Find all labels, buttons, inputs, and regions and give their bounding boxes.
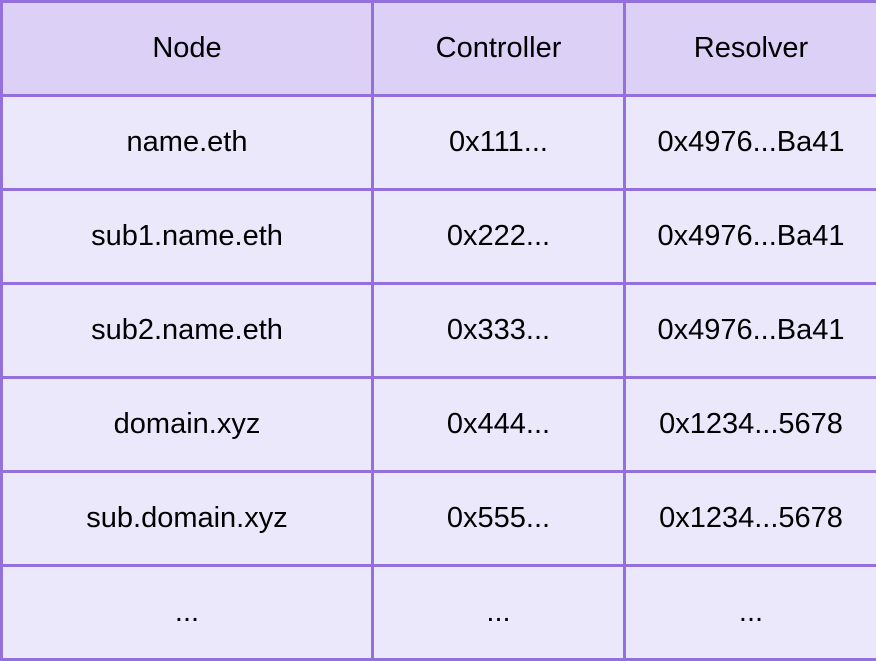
table-header-row: Node Controller Resolver [0,0,876,97]
header-controller: Controller [371,0,626,97]
table-row: ... ... ... [0,564,876,661]
node-cell: name.eth [0,94,374,191]
table-row: domain.xyz 0x444... 0x1234...5678 [0,376,876,473]
controller-cell: ... [371,564,626,661]
header-node: Node [0,0,374,97]
resolver-cell: ... [623,564,876,661]
node-cell: ... [0,564,374,661]
header-resolver: Resolver [623,0,876,97]
table-row: sub1.name.eth 0x222... 0x4976...Ba41 [0,188,876,285]
resolver-cell: 0x4976...Ba41 [623,94,876,191]
controller-cell: 0x444... [371,376,626,473]
table-row: name.eth 0x111... 0x4976...Ba41 [0,94,876,191]
controller-cell: 0x222... [371,188,626,285]
resolver-cell: 0x4976...Ba41 [623,282,876,379]
table-row: sub.domain.xyz 0x555... 0x1234...5678 [0,470,876,567]
node-cell: domain.xyz [0,376,374,473]
controller-cell: 0x555... [371,470,626,567]
resolver-cell: 0x1234...5678 [623,376,876,473]
resolver-cell: 0x1234...5678 [623,470,876,567]
controller-cell: 0x333... [371,282,626,379]
node-cell: sub2.name.eth [0,282,374,379]
resolver-cell: 0x4976...Ba41 [623,188,876,285]
node-cell: sub.domain.xyz [0,470,374,567]
table-row: sub2.name.eth 0x333... 0x4976...Ba41 [0,282,876,379]
controller-cell: 0x111... [371,94,626,191]
node-cell: sub1.name.eth [0,188,374,285]
